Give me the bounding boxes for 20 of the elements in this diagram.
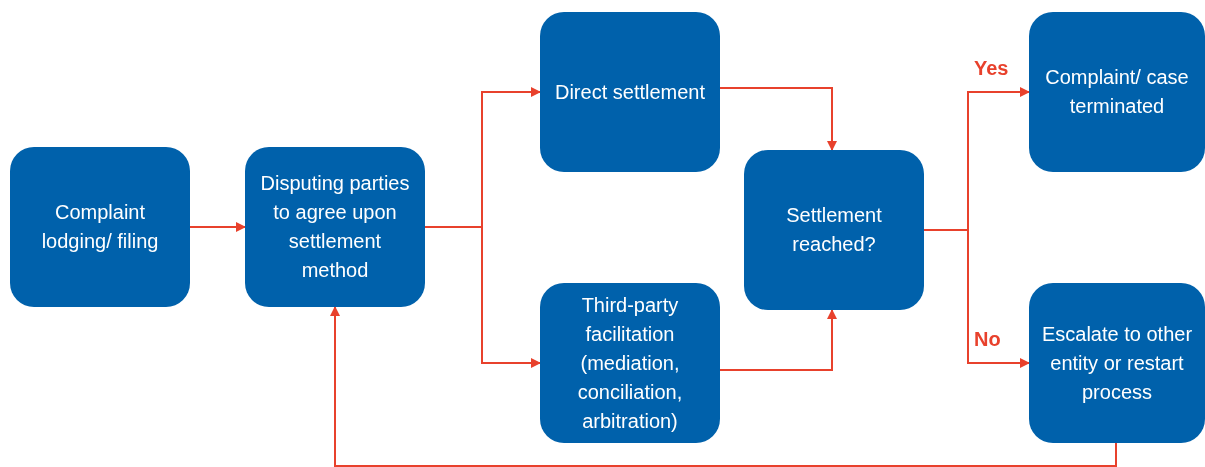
node-text: Escalate to other entity or restart process (1040, 321, 1194, 405)
node-text: Complaint/ case terminated (1044, 65, 1190, 119)
arrow (719, 87, 837, 151)
arrow (923, 229, 1030, 368)
process-box (744, 150, 924, 310)
node-text: Direct settlement (554, 79, 706, 105)
process-box (245, 147, 425, 307)
process-box (1029, 283, 1205, 443)
process-box (540, 12, 720, 172)
node-text: Settlement reached? (785, 203, 883, 257)
process-box (10, 147, 190, 307)
node-text: Disputing parties to agree upon settlement method (259, 171, 411, 283)
node-text: Third-party facilitation (mediation, conciliation, arbitration) (576, 292, 684, 434)
node-text: Complaint lodging/ filing (40, 200, 160, 254)
arrow (719, 309, 837, 371)
process-box (1029, 12, 1205, 172)
process-box (540, 283, 720, 443)
arrow (424, 226, 541, 368)
arrow (189, 222, 246, 232)
arrow (330, 306, 1117, 467)
